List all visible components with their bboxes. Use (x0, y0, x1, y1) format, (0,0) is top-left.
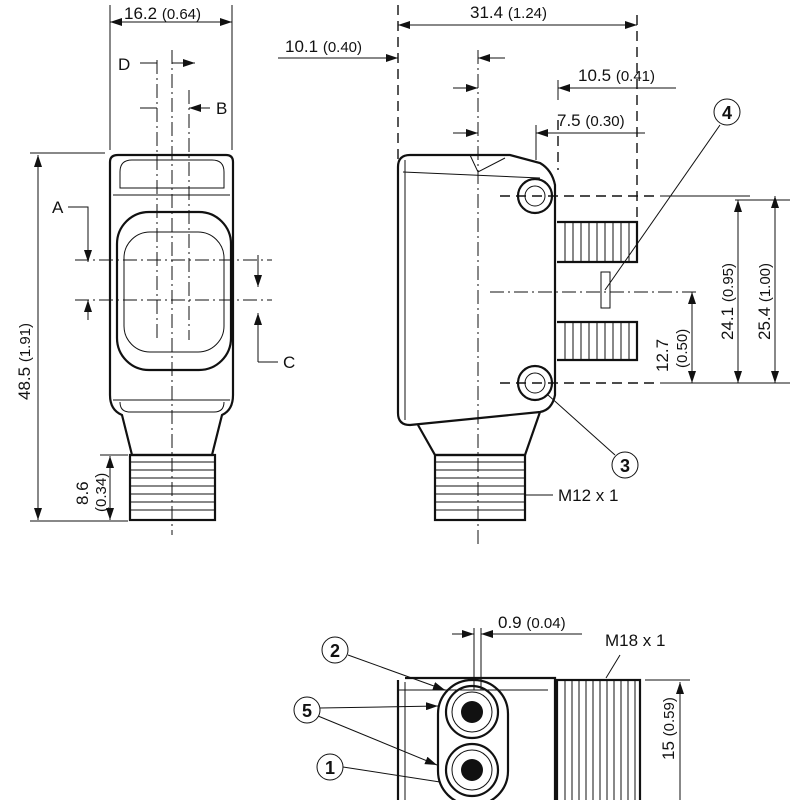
callout-5 (293, 696, 321, 724)
connector-socket-bottom (444, 742, 500, 798)
callout-4 (713, 98, 741, 126)
label-a: A (52, 198, 64, 217)
connector-length-inch: (0.34) (93, 473, 110, 512)
dim-7-5: 7.5 (0.30) (557, 111, 625, 130)
label-d: D (118, 55, 130, 74)
side-m18-thread (557, 220, 639, 362)
callout-3 (611, 451, 639, 479)
axis-offset-dim: 10.1 (0.40) (285, 37, 362, 56)
callout-2-number: 2 (330, 641, 340, 661)
side-m12-thread (433, 453, 527, 522)
callout-5-number: 5 (302, 701, 312, 721)
gap-dim: 0.9 (0.04) (498, 613, 566, 632)
dim-12-7: 12.7 (653, 339, 672, 372)
bottom-view: 0.9 (0.04) M18 x 1 15 (0.59) 2 5 1 (293, 613, 690, 800)
front-width-dim: 16.2 (0.64) (124, 4, 201, 23)
callout-1-number: 1 (325, 758, 335, 778)
dim-25-4: 25.4 (1.00) (755, 263, 774, 340)
dim-24-1: 24.1 (0.95) (718, 263, 737, 340)
callout-2 (321, 636, 349, 664)
thread-diameter-dim: 15 (0.59) (659, 697, 678, 760)
connector-length-dim: 8.6 (73, 481, 92, 505)
front-view: 16.2 (0.64) D B A C 48.5 (1.91) 8.6 (0.3… (15, 4, 295, 535)
callout-1 (316, 753, 344, 781)
bottom-body-outline (396, 676, 557, 800)
front-height-dim: 48.5 (1.91) (15, 323, 34, 400)
side-body-outline (396, 153, 557, 427)
connector-socket-top (444, 684, 500, 740)
dim-10-5: 10.5 (0.41) (578, 66, 655, 85)
m18-thread-label: M18 x 1 (605, 631, 665, 650)
dim-12-7-inch: (0.50) (674, 329, 691, 368)
callout-3-number: 3 (620, 456, 630, 476)
side-depth-dim: 31.4 (1.24) (470, 3, 547, 22)
front-lens (115, 210, 233, 372)
callout-4-number: 4 (722, 103, 732, 123)
bottom-m18-thread (555, 678, 642, 800)
side-view: 31.4 (1.24) 10.1 (0.40) 10.5 (0.41) 7.5 … (278, 3, 790, 545)
m12-thread-label: M12 x 1 (558, 486, 618, 505)
label-c: C (283, 353, 295, 372)
label-b: B (216, 99, 227, 118)
